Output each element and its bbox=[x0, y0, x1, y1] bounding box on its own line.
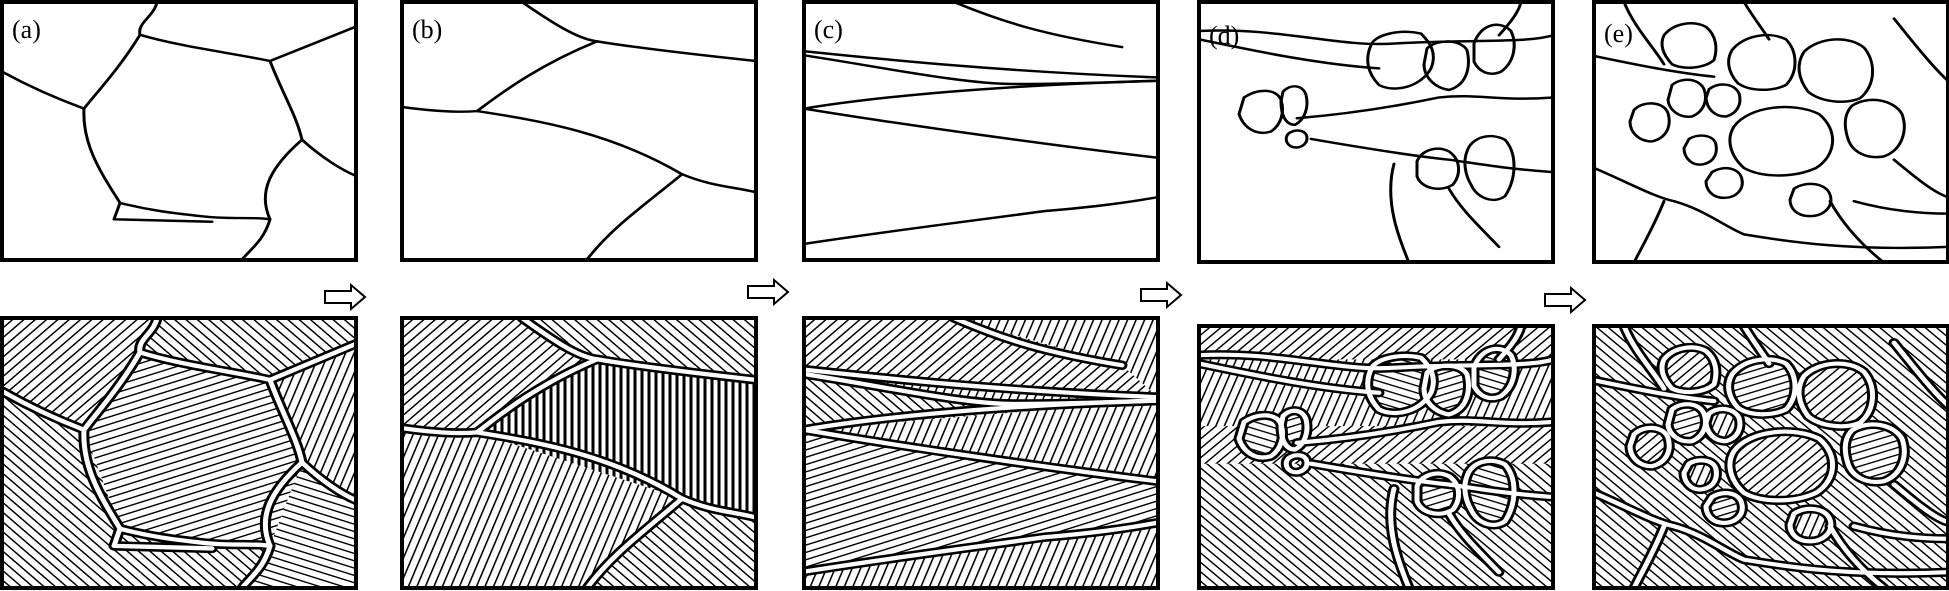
panel-a-bottom bbox=[0, 316, 358, 590]
panel-c-top bbox=[802, 0, 1160, 262]
panel-label-c: (c) bbox=[814, 15, 843, 44]
panel-d-bottom bbox=[1197, 324, 1555, 590]
right-arrow-icon bbox=[1544, 285, 1587, 315]
panel-b-top bbox=[400, 0, 758, 262]
panel-e-top bbox=[1592, 0, 1949, 264]
right-arrow-icon bbox=[747, 277, 790, 307]
panel-e-bottom bbox=[1592, 324, 1949, 590]
panel-label-e: (e) bbox=[1604, 19, 1633, 48]
panel-c-bottom bbox=[802, 316, 1160, 590]
panel-d-top bbox=[1197, 0, 1555, 264]
panel-a-top bbox=[0, 0, 358, 262]
right-arrow-icon bbox=[1140, 280, 1183, 310]
right-arrow-icon bbox=[324, 282, 367, 312]
panel-label-d: (d) bbox=[1209, 21, 1239, 50]
panel-label-a: (a) bbox=[12, 15, 41, 44]
panel-label-b: (b) bbox=[412, 15, 442, 44]
panel-b-bottom bbox=[400, 316, 758, 590]
